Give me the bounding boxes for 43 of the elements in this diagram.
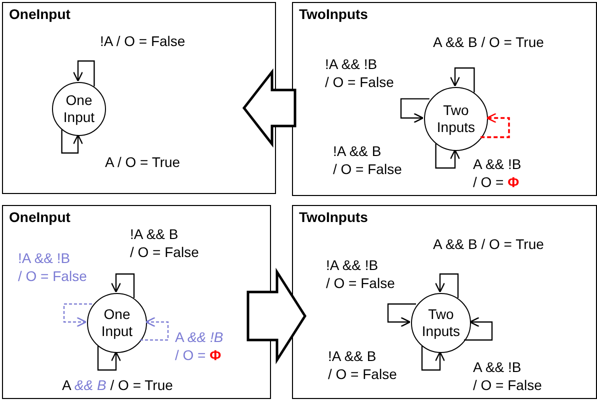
edge-label: !A && !B / O = False: [18, 249, 87, 286]
self-loop-arrow: [450, 67, 475, 92]
self-loop-arrow: [97, 346, 122, 371]
edge-label: !A && !B / O = False: [326, 256, 395, 292]
self-loop-arrow: [434, 273, 459, 298]
dashed-self-loop-arrow: [63, 303, 92, 328]
state-name: One Input: [100, 306, 134, 340]
state-panel: [292, 205, 597, 399]
state-name: Two Inputs: [420, 306, 462, 340]
edge-label: !A && B / O = False: [328, 347, 397, 384]
state-name: Two Inputs: [436, 102, 476, 136]
self-loop-arrow: [110, 273, 135, 298]
self-loop-arrow: [421, 346, 446, 371]
self-loop-arrow: [61, 130, 84, 154]
block-arrow: [246, 268, 306, 364]
edge-label: A && !B / O = False: [473, 358, 542, 394]
edge-label: !A && B / O = False: [130, 225, 199, 262]
self-loop-arrow: [400, 98, 430, 124]
block-arrow: [242, 68, 296, 148]
self-loop-arrow: [435, 144, 460, 169]
state-circle: [52, 82, 106, 136]
edge-label: A && B / O = True: [433, 235, 544, 254]
state-panel: [2, 2, 276, 194]
panel-title: OneInput: [9, 6, 70, 22]
edge-label: !A && B / O = False: [333, 142, 402, 178]
dashed-self-loop-arrow: [140, 316, 169, 341]
edge-label: A && B / O = True: [62, 376, 173, 394]
self-loop-arrow: [464, 316, 493, 341]
edge-label: A / O = True: [105, 153, 180, 172]
edge-label: A && !B / O = Φ: [175, 328, 224, 364]
edge-label: A && !B / O = Φ: [473, 155, 522, 192]
state-panel: [2, 205, 271, 399]
panel-title: OneInput: [9, 209, 70, 225]
self-loop-arrow: [387, 303, 416, 328]
dashed-self-loop-arrow: [480, 112, 510, 138]
panel-title: TwoInputs: [299, 6, 368, 22]
self-loop-arrow: [72, 60, 95, 86]
edge-label: !A && !B / O = False: [325, 55, 394, 92]
panel-title: TwoInputs: [299, 209, 368, 225]
edge-label: A && B / O = True: [433, 33, 544, 52]
edge-label: !A / O = False: [100, 32, 186, 50]
state-name: One Input: [62, 92, 96, 126]
state-panel: [292, 2, 597, 196]
